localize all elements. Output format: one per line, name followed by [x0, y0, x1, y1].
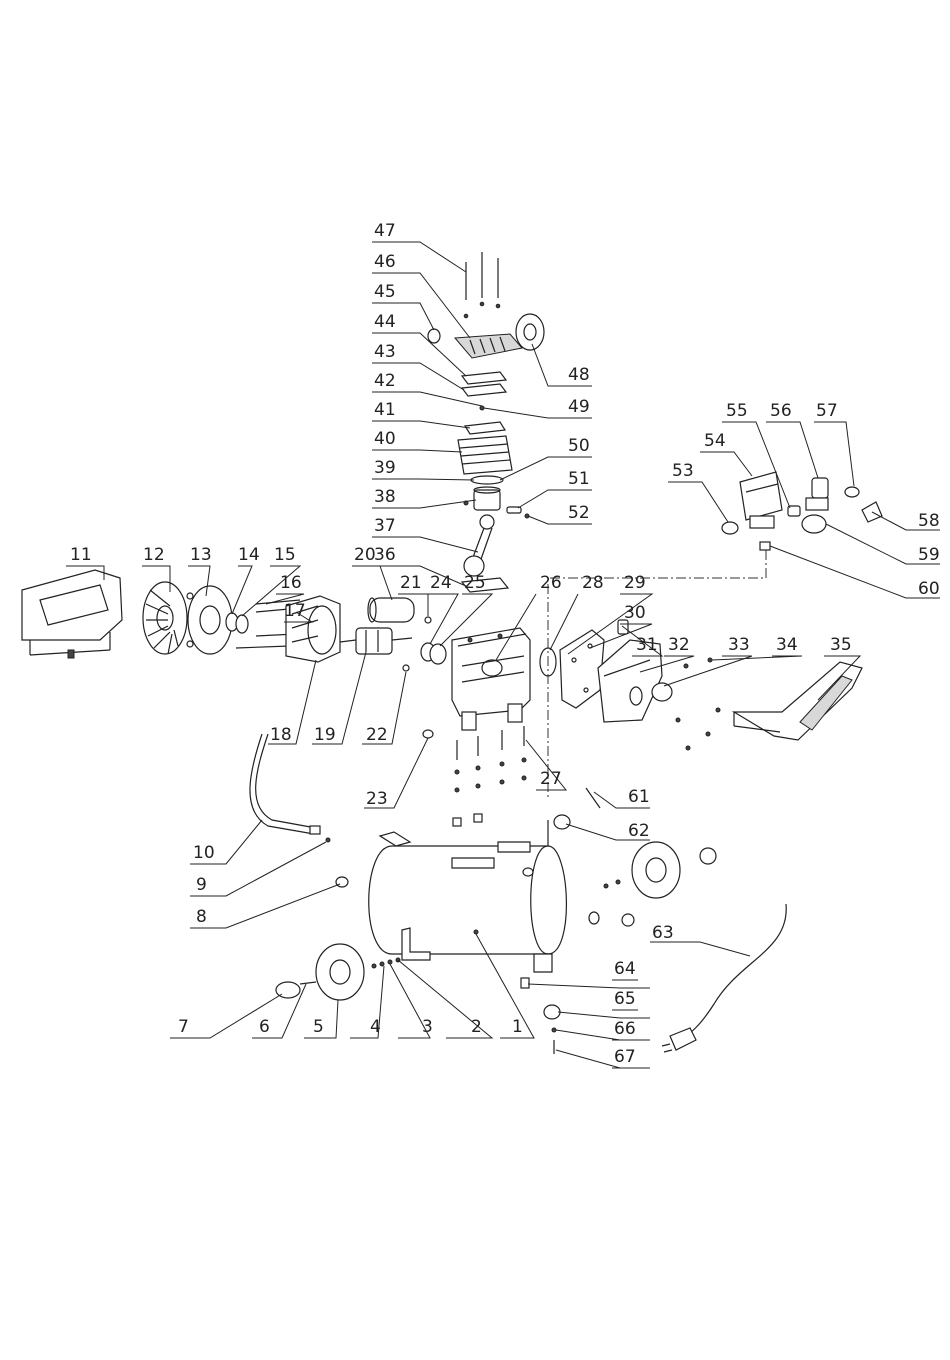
cap — [652, 683, 672, 701]
outlet-hose — [250, 734, 330, 842]
callout-37: 37 — [374, 516, 396, 536]
callout-17: 17 — [284, 601, 306, 621]
callout-21: 21 — [400, 573, 422, 593]
callout-36: 36 — [374, 545, 396, 565]
bearing-left-2 — [236, 615, 248, 633]
callout-14: 14 — [238, 545, 260, 565]
drain-valve — [521, 978, 560, 1054]
piston — [464, 476, 529, 518]
callout-48: 48 — [568, 365, 590, 385]
callout-42: 42 — [374, 371, 396, 391]
callout-25: 25 — [464, 573, 486, 593]
wheel-right — [604, 842, 716, 926]
callout-55: 55 — [726, 401, 748, 421]
cooling-fan — [143, 582, 187, 654]
callout-12: 12 — [143, 545, 165, 565]
callout-51: 51 — [568, 469, 590, 489]
callout-7: 7 — [178, 1017, 189, 1037]
callout-30: 30 — [624, 603, 646, 623]
handle-screws — [676, 658, 720, 750]
callout-19: 19 — [314, 725, 336, 745]
callout-22: 22 — [366, 725, 388, 745]
callout-5: 5 — [313, 1017, 324, 1037]
callout-44: 44 — [374, 312, 396, 332]
pressure-switch-assembly — [722, 472, 882, 550]
callout-63: 63 — [652, 923, 674, 943]
callout-45: 45 — [374, 282, 396, 302]
callout-4: 4 — [370, 1017, 381, 1037]
pulley — [516, 314, 544, 350]
callout-50: 50 — [568, 436, 590, 456]
callout-18: 18 — [270, 725, 292, 745]
callout-2: 2 — [471, 1017, 482, 1037]
callout-66: 66 — [614, 1019, 636, 1039]
callout-67: 67 — [614, 1047, 636, 1067]
callout-26: 26 — [540, 573, 562, 593]
callout-11: 11 — [70, 545, 92, 565]
callout-9: 9 — [196, 875, 207, 895]
crankcase — [452, 628, 530, 730]
callout-3: 3 — [422, 1017, 433, 1037]
cylinder — [458, 436, 512, 474]
callout-24: 24 — [430, 573, 452, 593]
callout-54: 54 — [704, 431, 726, 451]
callout-39: 39 — [374, 458, 396, 478]
callout-62: 62 — [628, 821, 650, 841]
check-valve-62 — [554, 815, 570, 829]
callout-8: 8 — [196, 907, 207, 927]
callout-33: 33 — [728, 635, 750, 655]
motor-end-cover — [187, 586, 232, 654]
callout-40: 40 — [374, 429, 396, 449]
callout-16: 16 — [280, 573, 302, 593]
callout-59: 59 — [918, 545, 940, 565]
parts-artwork — [22, 252, 882, 1054]
small-screw — [403, 665, 409, 671]
callout-31: 31 — [636, 635, 658, 655]
callout-56: 56 — [770, 401, 792, 421]
connecting-rod — [464, 515, 494, 576]
callout-60: 60 — [918, 579, 940, 599]
callout-15: 15 — [274, 545, 296, 565]
callout-47: 47 — [374, 221, 396, 241]
power-cord — [662, 904, 786, 1052]
fitting-23 — [423, 730, 433, 738]
callout-35: 35 — [830, 635, 852, 655]
callout-64: 64 — [614, 959, 636, 979]
air-tank — [369, 820, 599, 972]
callout-13: 13 — [190, 545, 212, 565]
fitting-8 — [336, 877, 348, 887]
callout-10: 10 — [193, 843, 215, 863]
callout-23: 23 — [366, 789, 388, 809]
callout-65: 65 — [614, 989, 636, 1009]
callout-34: 34 — [776, 635, 798, 655]
callout-38: 38 — [374, 487, 396, 507]
callout-28: 28 — [582, 573, 604, 593]
side-gasket — [560, 630, 604, 708]
callout-27: 27 — [540, 769, 562, 789]
rotor — [340, 628, 412, 654]
callout-46: 46 — [374, 252, 396, 272]
callout-1: 1 — [512, 1017, 523, 1037]
callout-6: 6 — [259, 1017, 270, 1037]
callout-57: 57 — [816, 401, 838, 421]
callout-61: 61 — [628, 787, 650, 807]
callout-53: 53 — [672, 461, 694, 481]
bearing-25 — [430, 644, 446, 664]
fan-cover — [22, 570, 122, 658]
callout-20: 20 — [354, 545, 376, 565]
callout-32: 32 — [668, 635, 690, 655]
callout-52: 52 — [568, 503, 590, 523]
callout-49: 49 — [568, 397, 590, 417]
small-nut — [425, 617, 431, 623]
callout-41: 41 — [374, 400, 396, 420]
callout-43: 43 — [374, 342, 396, 362]
crankcase-bolts — [453, 726, 526, 826]
capacitor — [368, 598, 414, 622]
head-bolts — [464, 252, 500, 318]
callout-58: 58 — [918, 511, 940, 531]
callout-29: 29 — [624, 573, 646, 593]
pipe-61 — [586, 788, 600, 808]
